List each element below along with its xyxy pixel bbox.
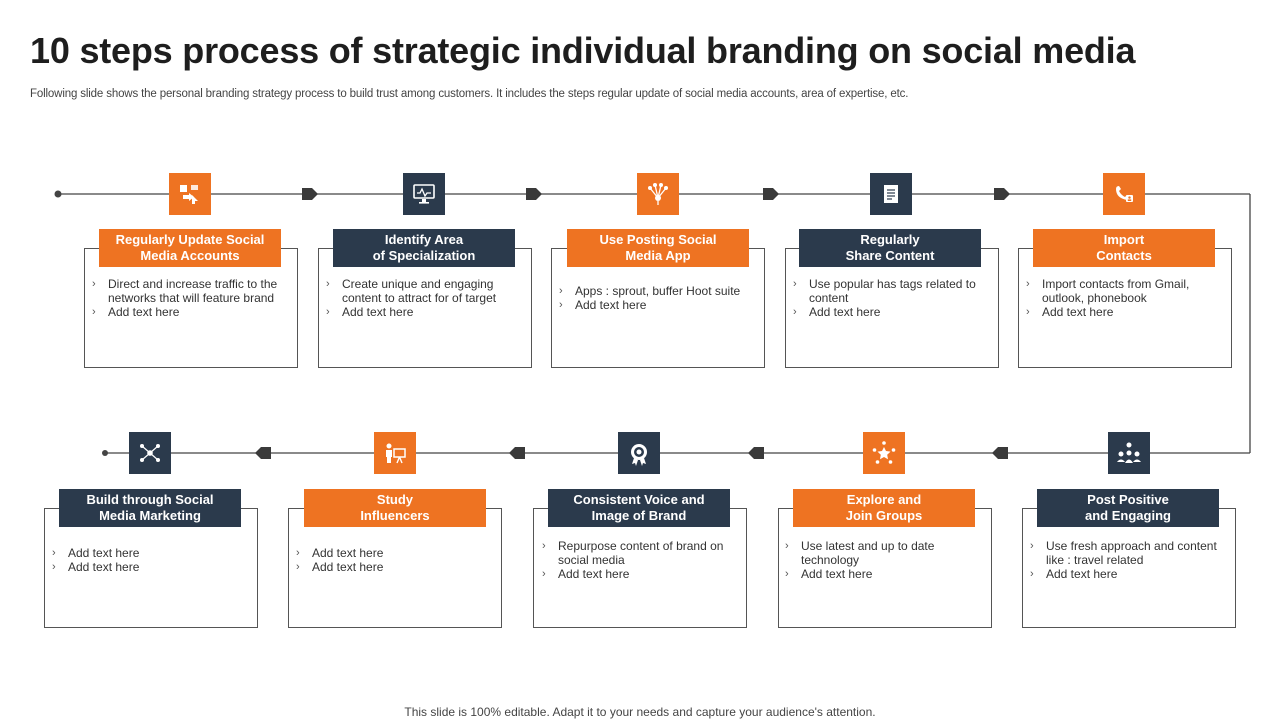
step-card-3 [551,248,765,368]
step-header-9: Study Influencers [304,489,486,527]
list-item: ›Add text here [793,305,881,319]
step-body-10: ›Add text here ›Add text here [50,546,240,574]
list-item: ›Add text here [542,567,630,581]
list-item: ›Use latest and up to date technology [785,539,935,567]
list-item: ›Add text here [296,546,384,560]
list-item: ›Add text here [1026,305,1114,319]
step-header-7: Explore and Join Groups [793,489,975,527]
flow-arrow-left [255,447,271,459]
page-title: 10 steps process of strategic individual… [30,30,1136,71]
bullet-chevron-icon: › [785,540,789,552]
bullet-chevron-icon: › [92,278,96,290]
step-body-6: ›Use fresh approach and content like : t… [1028,539,1218,581]
brand-badge-icon [618,432,660,474]
step-card-7 [778,508,992,628]
flow-arrow-left [509,447,525,459]
list-item: ›Add text here [785,567,873,581]
step-body-7: ›Use latest and up to date technology ›A… [783,539,973,581]
list-item: ›Add text here [559,298,647,312]
document-icon [870,173,912,215]
bullet-chevron-icon: › [296,547,300,559]
bullet-chevron-icon: › [1026,306,1030,318]
flow-arrow-left [748,447,764,459]
list-item: ›Use popular has tags related to content [793,277,976,305]
presenter-icon [374,432,416,474]
bullet-chevron-icon: › [542,568,546,580]
footer-note: This slide is 100% editable. Adapt it to… [404,705,876,719]
social-nodes-icon [129,432,171,474]
step-body-8: ›Repurpose content of brand on social me… [540,539,730,581]
step-header-4: Regularly Share Content [799,229,981,267]
list-item: ›Create unique and engaging content to a… [326,277,497,305]
bullet-chevron-icon: › [1030,540,1034,552]
list-item: ›Add text here [52,560,140,574]
list-item: ›Add text here [326,305,414,319]
step-body-4: ›Use popular has tags related to content… [791,277,981,319]
step-header-8: Consistent Voice and Image of Brand [548,489,730,527]
bullet-chevron-icon: › [542,540,546,552]
step-card-6 [1022,508,1236,628]
list-item: ›Repurpose content of brand on social me… [542,539,724,567]
step-header-1: Regularly Update Social Media Accounts [99,229,281,267]
step-body-3: ›Apps : sprout, buffer Hoot suite ›Add t… [557,284,747,312]
list-item: ›Add text here [1030,567,1118,581]
bullet-chevron-icon: › [326,306,330,318]
step-body-5: ›Import contacts from Gmail, outlook, ph… [1024,277,1214,319]
bullet-chevron-icon: › [326,278,330,290]
list-item: ›Use fresh approach and content like : t… [1030,539,1217,567]
flow-arrow-left [992,447,1008,459]
bullet-chevron-icon: › [52,561,56,573]
list-item: ›Import contacts from Gmail, outlook, ph… [1026,277,1190,305]
bullet-chevron-icon: › [793,306,797,318]
page-subtitle: Following slide shows the personal brand… [30,88,909,100]
flow-arrow-right [302,188,318,200]
flow-end-dot [102,450,108,456]
bullet-chevron-icon: › [52,547,56,559]
step-card-10 [44,508,258,628]
step-card-9 [288,508,502,628]
bullet-chevron-icon: › [1030,568,1034,580]
step-body-9: ›Add text here ›Add text here [294,546,484,574]
flow-start-dot [54,190,62,198]
bullet-chevron-icon: › [1026,278,1030,290]
group-star-icon [863,432,905,474]
list-item: › Direct and increase traffic to the net… [92,277,278,305]
step-body-2: ›Create unique and engaging content to a… [324,277,514,319]
step-header-5: Import Contacts [1033,229,1215,267]
flow-arrow-right [526,188,542,200]
list-item: ›Apps : sprout, buffer Hoot suite [559,284,741,298]
people-network-icon [1108,432,1150,474]
bullet-chevron-icon: › [559,299,563,311]
network-hub-icon [637,173,679,215]
list-item: ›Add text here [296,560,384,574]
step-header-2: Identify Area of Specialization [333,229,515,267]
step-body-1: › Direct and increase traffic to the net… [90,277,280,319]
phone-contact-icon [1103,173,1145,215]
share-arrows-icon [169,173,211,215]
step-card-1 [84,248,298,368]
flow-arrow-right [763,188,779,200]
bullet-chevron-icon: › [92,306,96,318]
step-card-5 [1018,248,1232,368]
step-header-10: Build through Social Media Marketing [59,489,241,527]
bullet-chevron-icon: › [296,561,300,573]
bullet-chevron-icon: › [785,568,789,580]
list-item: ›Add text here [52,546,140,560]
list-item: ›Add text here [92,305,180,319]
step-card-8 [533,508,747,628]
bullet-chevron-icon: › [793,278,797,290]
bullet-chevron-icon: › [559,285,563,297]
monitor-analytics-icon [403,173,445,215]
step-card-2 [318,248,532,368]
flow-arrow-right [994,188,1010,200]
step-header-6: Post Positive and Engaging [1037,489,1219,527]
step-header-3: Use Posting Social Media App [567,229,749,267]
step-card-4 [785,248,999,368]
